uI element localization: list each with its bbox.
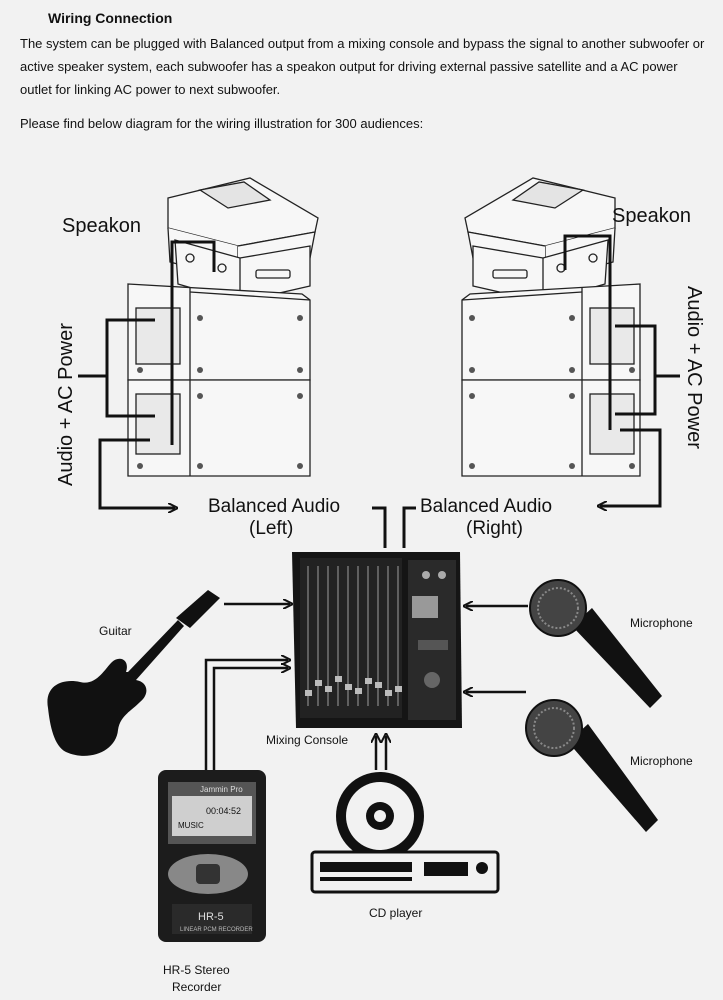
recorder-model: HR-5	[198, 911, 224, 923]
right-speaker-stack	[461, 177, 641, 477]
cd-player-icon	[310, 772, 500, 894]
recorder-label-1: HR-5 Stereo	[163, 963, 230, 977]
recorder-subtitle: LINEAR PCM RECORDER	[180, 927, 253, 933]
recorder-label-2: Recorder	[172, 980, 221, 994]
right-speaker-cables	[402, 234, 680, 548]
left-speaker-stack	[127, 177, 319, 477]
balanced-right-sub: (Right)	[466, 518, 523, 539]
microphone-1-icon	[529, 579, 662, 708]
recorder-brand: Jammin Pro	[200, 785, 243, 794]
balanced-left-label: Balanced Audio	[208, 496, 340, 517]
balanced-left-sub: (Left)	[249, 518, 293, 539]
left-speaker-cables	[78, 240, 387, 548]
speakon-left-label: Speakon	[62, 215, 141, 237]
power-right-label: Audio + AC Power	[683, 286, 705, 449]
mixing-console-label: Mixing Console	[266, 733, 348, 747]
mixing-console	[292, 552, 462, 728]
microphone-1-label: Microphone	[630, 616, 693, 630]
guitar-label: Guitar	[99, 624, 132, 638]
balanced-right-label: Balanced Audio	[420, 496, 552, 517]
speakon-right-label: Speakon	[612, 205, 691, 227]
recorder-icon	[158, 770, 266, 942]
right-speaker-screws	[469, 315, 635, 469]
intro-paragraph: The system can be plugged with Balanced …	[20, 36, 705, 97]
recorder-screen-time: 00:04:52	[206, 806, 241, 816]
recorder-screen-mode: MUSIC	[178, 821, 204, 830]
cd-player-label: CD player	[369, 906, 422, 920]
microphone-2-label: Microphone	[630, 754, 693, 768]
section-title: Wiring Connection	[48, 10, 173, 26]
guitar-icon	[47, 590, 220, 756]
left-speaker-screws	[137, 315, 303, 469]
power-left-label: Audio + AC Power	[55, 323, 77, 486]
microphone-2-icon	[525, 699, 658, 832]
input-cables	[204, 604, 528, 770]
diagram-note: Please find below diagram for the wiring…	[20, 116, 424, 131]
